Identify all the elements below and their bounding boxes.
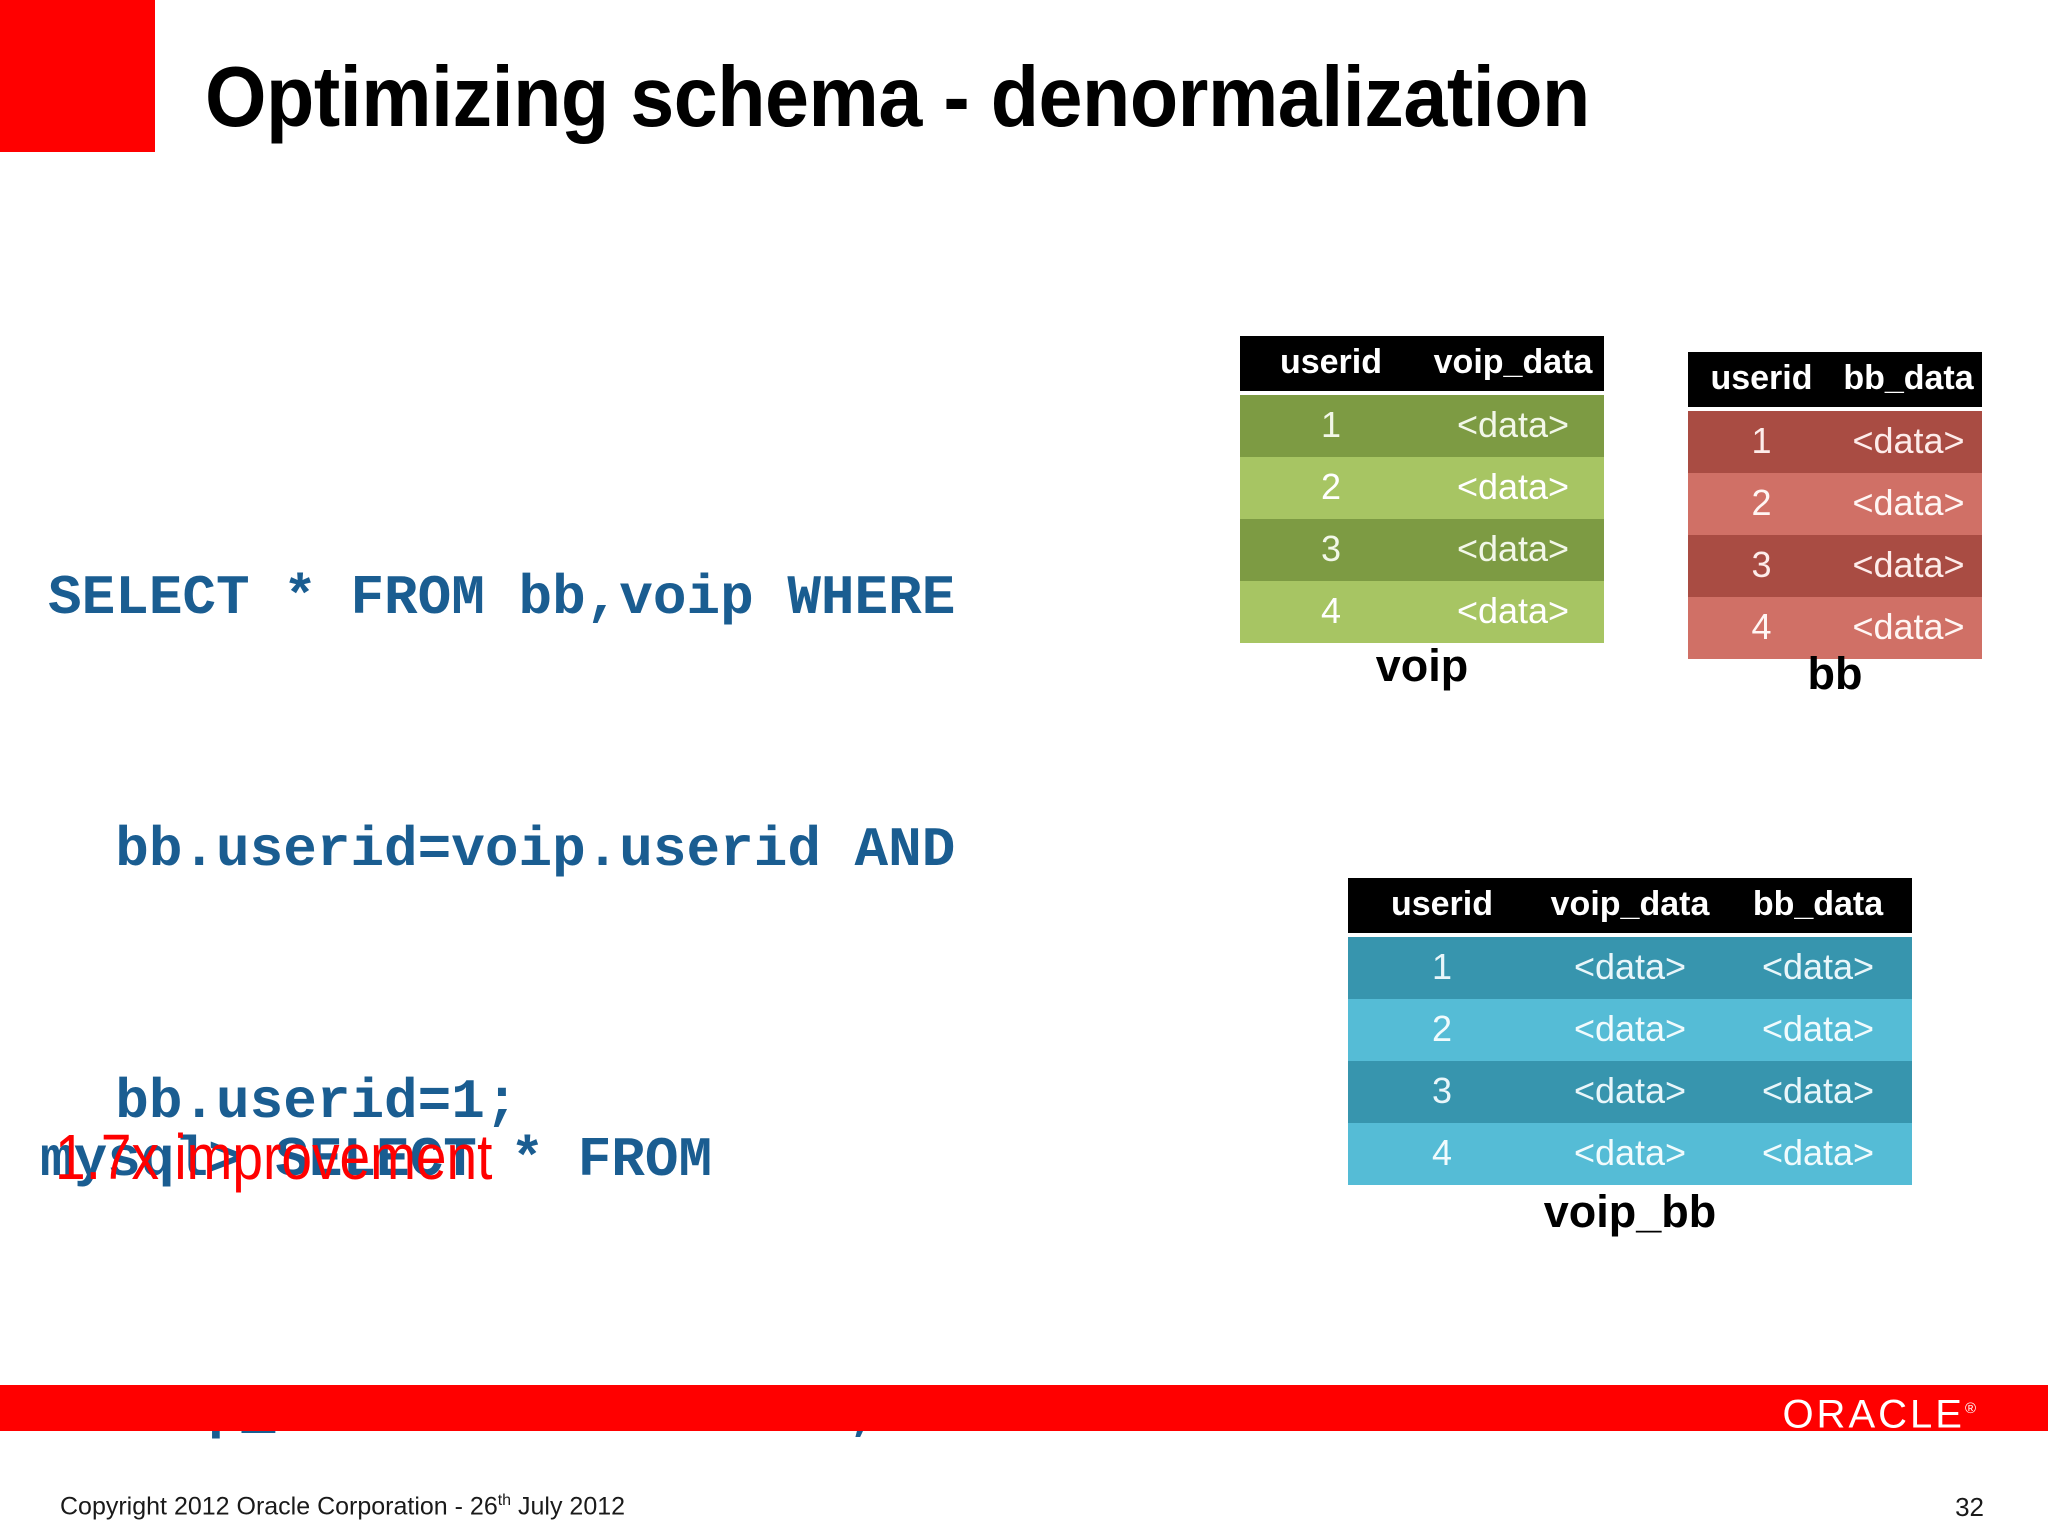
column-header-userid: userid — [1688, 352, 1835, 407]
cell-userid: 2 — [1240, 457, 1422, 519]
cell-userid: 2 — [1348, 999, 1536, 1061]
cell-userid: 1 — [1688, 411, 1835, 473]
oracle-logo-text: ORACLE — [1782, 1392, 1965, 1437]
cell-voip-data: <data> — [1422, 519, 1604, 581]
table-row: 3 <data> <data> — [1348, 1061, 1912, 1123]
cell-userid: 3 — [1348, 1061, 1536, 1123]
column-header-voip-data: voip_data — [1422, 336, 1604, 391]
table-row: 4 <data> — [1688, 597, 1982, 659]
sql-line: SELECT * FROM bb,voip WHERE — [48, 566, 956, 630]
page-title: Optimizing schema - denormalization — [205, 50, 1590, 145]
sql-line: bb.userid=1; — [48, 1070, 519, 1134]
sql-join-query: SELECT * FROM bb,voip WHERE bb.userid=vo… — [48, 388, 955, 1228]
column-header-bb-data: bb_data — [1724, 878, 1912, 933]
cell-userid: 4 — [1348, 1123, 1536, 1185]
cell-bb-data: <data> — [1724, 1123, 1912, 1185]
table-header-row: userid bb_data — [1688, 352, 1982, 407]
improvement-note: 1.7x improvement — [55, 1121, 493, 1193]
cell-bb-data: <data> — [1724, 999, 1912, 1061]
table-row: 4 <data> — [1240, 581, 1604, 643]
column-header-userid: userid — [1348, 878, 1536, 933]
column-header-voip-data: voip_data — [1536, 878, 1724, 933]
table-row: 2 <data> — [1688, 473, 1982, 535]
cell-userid: 1 — [1348, 937, 1536, 999]
cell-bb-data: <data> — [1724, 1061, 1912, 1123]
table-caption-voip-bb: voip_bb — [1543, 1186, 1717, 1237]
table-row: 2 <data> — [1240, 457, 1604, 519]
table-row: 1 <data> — [1240, 395, 1604, 457]
cell-userid: 3 — [1240, 519, 1422, 581]
cell-voip-data: <data> — [1422, 581, 1604, 643]
copyright-prefix: Copyright 2012 Oracle Corporation - 26 — [60, 1492, 498, 1521]
column-header-bb-data: bb_data — [1835, 352, 1982, 407]
cell-voip-data: <data> — [1536, 1061, 1724, 1123]
sql-line: bb.userid=voip.userid AND — [48, 818, 956, 882]
cell-userid: 4 — [1240, 581, 1422, 643]
table-header-row: userid voip_data — [1240, 336, 1604, 391]
page-number: 32 — [1955, 1492, 1984, 1522]
cell-bb-data: <data> — [1835, 473, 1982, 535]
table-voip: userid voip_data 1 <data> 2 <data> 3 <da… — [1240, 336, 1604, 643]
table-row: 3 <data> — [1240, 519, 1604, 581]
sql-denormalized-query: mysql> SELECT * FROM voip_bb WHERE useri… — [40, 950, 880, 1538]
cell-userid: 2 — [1688, 473, 1835, 535]
cell-voip-data: <data> — [1422, 395, 1604, 457]
cell-voip-data: <data> — [1536, 1123, 1724, 1185]
copyright-ordinal-suffix: th — [497, 1492, 512, 1509]
cell-userid: 3 — [1688, 535, 1835, 597]
red-corner-square — [0, 0, 155, 152]
table-caption-bb: bb — [1807, 648, 1863, 699]
cell-bb-data: <data> — [1724, 937, 1912, 999]
table-bb: userid bb_data 1 <data> 2 <data> 3 <data… — [1688, 352, 1982, 659]
cell-userid: 1 — [1240, 395, 1422, 457]
table-caption-voip: voip — [1375, 640, 1469, 691]
cell-userid: 4 — [1688, 597, 1835, 659]
table-row: 3 <data> — [1688, 535, 1982, 597]
table-row: 1 <data> <data> — [1348, 937, 1912, 999]
sql-line: mysql> SELECT * FROM — [40, 1128, 713, 1192]
footer-red-bar — [0, 1385, 2048, 1431]
cell-voip-data: <data> — [1536, 937, 1724, 999]
cell-voip-data: <data> — [1422, 457, 1604, 519]
column-header-userid: userid — [1240, 336, 1422, 391]
table-row: 4 <data> <data> — [1348, 1123, 1912, 1185]
table-row: 1 <data> — [1688, 411, 1982, 473]
cell-bb-data: <data> — [1835, 411, 1982, 473]
table-voip-bb: userid voip_data bb_data 1 <data> <data>… — [1348, 878, 1912, 1185]
table-header-row: userid voip_data bb_data — [1348, 878, 1912, 933]
registered-trademark-icon: ® — [1964, 1400, 1976, 1417]
oracle-logo: ORACLE® — [1782, 1387, 1976, 1436]
table-row: 2 <data> <data> — [1348, 999, 1912, 1061]
cell-bb-data: <data> — [1835, 535, 1982, 597]
copyright-suffix: July 2012 — [511, 1492, 626, 1521]
copyright-text: Copyright 2012 Oracle Corporation - 26th… — [60, 1492, 625, 1521]
cell-voip-data: <data> — [1536, 999, 1724, 1061]
cell-bb-data: <data> — [1835, 597, 1982, 659]
